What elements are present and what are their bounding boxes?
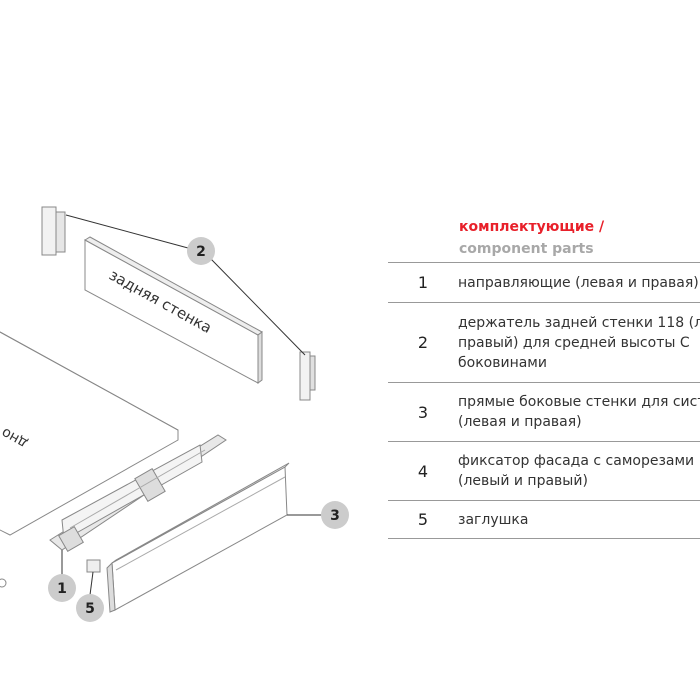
- back-wall-holder-left: [41, 206, 66, 256]
- side-wall: [106, 462, 290, 613]
- table-row: 4 фиксатор фасада с саморезами(левый и п…: [388, 442, 700, 501]
- back-wall-holder-right: [299, 351, 316, 401]
- end-cap: [86, 559, 101, 573]
- part-number: 3: [417, 402, 429, 422]
- parts-heading-en: component parts: [459, 241, 594, 257]
- svg-text:1: 1: [57, 581, 67, 597]
- back-wall-panel: [83, 236, 263, 384]
- callout-3: 3: [321, 501, 349, 529]
- svg-text:3: 3: [330, 508, 340, 524]
- parts-table: 1 направляющие (левая и правая) 2 держат…: [388, 262, 700, 539]
- part-description: прямые боковые стенки для системы(левая …: [458, 394, 700, 430]
- parts-heading-ru: комплектующие /: [459, 219, 605, 235]
- table-row: 1 направляющие (левая и правая): [388, 263, 700, 303]
- callout-1: 1: [48, 574, 76, 602]
- part-number: 4: [417, 461, 429, 481]
- table-row: 5 заглушка: [388, 501, 700, 539]
- drawer-runner: [49, 434, 227, 552]
- callout-5: 5: [76, 594, 104, 622]
- part-number: 2: [417, 333, 429, 352]
- part-description: направляющие (левая и правая): [458, 274, 699, 291]
- drawer-exploded-diagram: задняя стенка дно 2 3 1 5: [0, 206, 349, 622]
- table-row: 2 держатель задней стенки 118 (левый ипр…: [388, 303, 700, 383]
- part-number: 5: [417, 510, 429, 529]
- table-row: 3 прямые боковые стенки для системы(лева…: [388, 383, 700, 442]
- part-description: фиксатор фасада с саморезами(левый и пра…: [458, 453, 695, 489]
- svg-text:5: 5: [85, 601, 95, 617]
- callout-2: 2: [187, 237, 215, 265]
- part-description: держатель задней стенки 118 (левый иправ…: [458, 314, 700, 371]
- part-description: заглушка: [458, 511, 529, 528]
- bottom-panel: [0, 331, 179, 536]
- part-number: 1: [417, 273, 429, 292]
- svg-text:2: 2: [196, 244, 206, 260]
